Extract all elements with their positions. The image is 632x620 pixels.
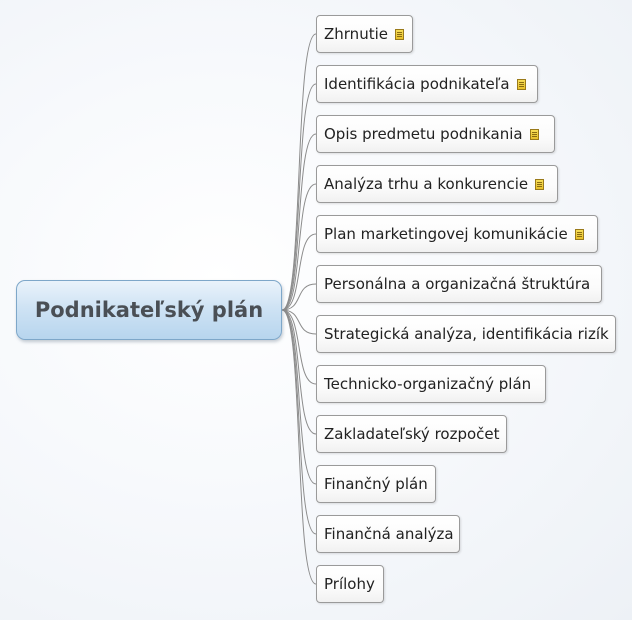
- note-icon[interactable]: [535, 178, 545, 190]
- connector-12: [281, 309, 317, 585]
- subtopic-7[interactable]: Strategická analýza, identifikácia rizík: [316, 315, 616, 353]
- connector-2: [281, 83, 317, 311]
- subtopic-label: Personálna a organizačná štruktúra: [324, 275, 591, 293]
- subtopic-8[interactable]: Technicko-organizačný plán: [316, 365, 546, 403]
- subtopic-label: Opis predmetu podnikania: [324, 125, 523, 143]
- subtopic-1[interactable]: Zhrnutie: [316, 15, 413, 53]
- subtopic-label: Zakladateľský rozpočet: [324, 425, 500, 443]
- subtopic-label: Prílohy: [324, 575, 375, 593]
- central-topic-label: Podnikateľský plán: [34, 298, 264, 322]
- connector-8: [281, 309, 317, 385]
- connector-4: [281, 183, 317, 311]
- connector-5: [281, 233, 317, 311]
- subtopic-9[interactable]: Zakladateľský rozpočet: [316, 415, 507, 453]
- connector-10: [281, 309, 317, 485]
- subtopic-11[interactable]: Finančná analýza: [316, 515, 460, 553]
- subtopic-3[interactable]: Opis predmetu podnikania: [316, 115, 555, 153]
- subtopic-label: Zhrnutie: [324, 25, 388, 43]
- note-icon[interactable]: [516, 78, 526, 90]
- central-topic[interactable]: Podnikateľský plán: [16, 280, 282, 340]
- subtopic-label: Identifikácia podnikateľa: [324, 75, 510, 93]
- connector-9: [281, 309, 317, 435]
- subtopic-10[interactable]: Finančný plán: [316, 465, 436, 503]
- subtopic-4[interactable]: Analýza trhu a konkurencie: [316, 165, 558, 203]
- subtopic-label: Plan marketingovej komunikácie: [324, 225, 568, 243]
- note-icon[interactable]: [574, 228, 584, 240]
- subtopic-label: Finančný plán: [324, 475, 428, 493]
- connector-11: [281, 309, 317, 535]
- connector-1: [281, 33, 317, 311]
- note-icon[interactable]: [394, 28, 404, 40]
- subtopic-label: Finančná analýza: [324, 525, 454, 543]
- subtopic-label: Technicko-organizačný plán: [324, 375, 532, 393]
- subtopic-label: Strategická analýza, identifikácia rizík: [324, 325, 609, 343]
- note-icon[interactable]: [529, 128, 539, 140]
- subtopic-2[interactable]: Identifikácia podnikateľa: [316, 65, 538, 103]
- subtopic-6[interactable]: Personálna a organizačná štruktúra: [316, 265, 602, 303]
- connector-7: [281, 309, 317, 335]
- subtopic-12[interactable]: Prílohy: [316, 565, 384, 603]
- subtopic-label: Analýza trhu a konkurencie: [324, 175, 529, 193]
- connector-3: [281, 133, 317, 311]
- connector-6: [281, 283, 317, 311]
- subtopic-5[interactable]: Plan marketingovej komunikácie: [316, 215, 598, 253]
